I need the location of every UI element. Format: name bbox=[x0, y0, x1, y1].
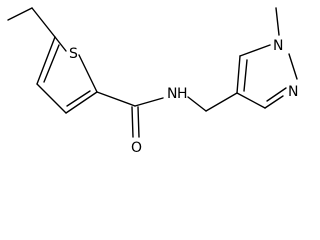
bond-c4-c5pyr bbox=[236, 55, 241, 94]
bond-c2-carbonyl bbox=[96, 91, 136, 107]
bond-s-c2 bbox=[78, 54, 98, 93]
bond-c4-c5 bbox=[36, 36, 56, 85]
amide-group bbox=[96, 91, 238, 138]
molecule-diagram: S N H O N N bbox=[7, 7, 298, 156]
amide-nitrogen-label: N bbox=[167, 86, 177, 102]
bond-methylene-c5 bbox=[31, 7, 56, 38]
bond-ch2-c4pyr bbox=[205, 92, 238, 112]
bond-n1-methyl bbox=[275, 7, 280, 36]
bond-n2-c3pyr bbox=[264, 95, 284, 109]
bond-nh-ch2 bbox=[187, 96, 207, 112]
bond-n2-c3pyr-double bbox=[266, 87, 287, 102]
thiophene-ring bbox=[36, 36, 98, 114]
pyrazole-n2-label: N bbox=[288, 84, 298, 100]
bond-carbonyl-oxygen bbox=[131, 106, 134, 138]
bond-c3-c4 bbox=[36, 83, 67, 114]
pyrazole-n1-label: N bbox=[273, 38, 283, 54]
bond-c5pyr-n1 bbox=[239, 44, 271, 57]
sulfur-label: S bbox=[69, 46, 78, 62]
structure-svg: S N H O N N bbox=[7, 7, 298, 156]
carbonyl-oxygen-label: O bbox=[131, 140, 142, 156]
bond-c2-c3 bbox=[65, 91, 98, 114]
bond-n1-n2 bbox=[288, 53, 298, 80]
bond-c2-c3-double bbox=[66, 90, 91, 107]
bond-carbonyl-nh bbox=[134, 97, 164, 107]
bond-c5-s bbox=[54, 36, 67, 52]
bond-carbonyl-oxygen-double bbox=[137, 106, 140, 138]
bond-methyl-methylene bbox=[7, 7, 33, 21]
ethyl-group bbox=[7, 7, 56, 38]
bond-c3pyr-c4 bbox=[236, 92, 266, 109]
bond-c4-c5-double bbox=[43, 44, 60, 83]
pyrazole-ring bbox=[236, 7, 298, 109]
bond-c4-c5pyr-double bbox=[243, 59, 248, 92]
amide-hydrogen-label: H bbox=[177, 86, 188, 102]
